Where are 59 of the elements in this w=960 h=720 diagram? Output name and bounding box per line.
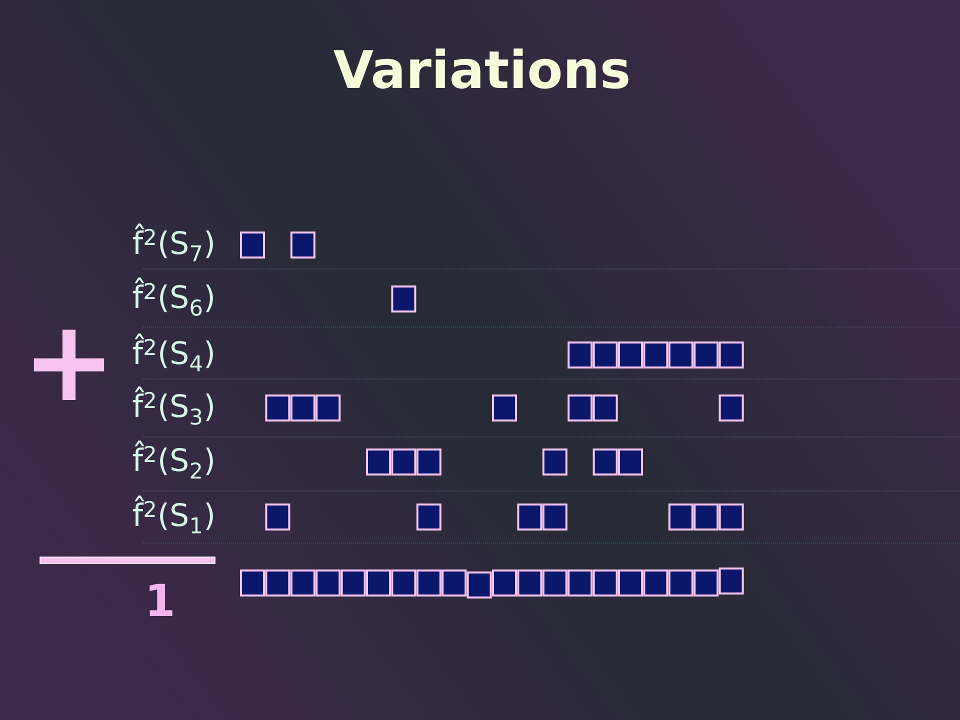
square: [694, 570, 719, 596]
square: [517, 570, 542, 596]
square: [340, 570, 366, 596]
square: [316, 570, 341, 596]
square: [592, 570, 618, 596]
formula: f̂$^{2}$(S$_{1}$): [132, 496, 213, 534]
square: [391, 570, 416, 596]
square: [618, 342, 643, 368]
square: [718, 394, 744, 422]
formula: f̂$^{2}$(S$_{6}$): [132, 278, 213, 316]
square: [592, 448, 618, 476]
square: [492, 570, 517, 596]
title: Variations: [334, 48, 628, 89]
square: [542, 448, 568, 476]
square: [542, 570, 568, 596]
square: [718, 568, 744, 594]
formula: f̂$^{2}$(S$_{7}$): [132, 224, 213, 262]
square: [290, 394, 316, 422]
square: [391, 448, 416, 476]
number: 1: [150, 584, 172, 616]
square: [668, 342, 694, 368]
square: [265, 394, 290, 422]
square: [517, 504, 542, 530]
square: [694, 342, 719, 368]
square: [592, 342, 618, 368]
plus-sign: +: [34, 330, 104, 400]
square: [718, 342, 744, 368]
square: [391, 286, 416, 312]
square: [542, 504, 568, 530]
square: [240, 232, 265, 258]
square: [416, 448, 442, 476]
square: [442, 570, 467, 596]
square: [568, 342, 593, 368]
square: [240, 570, 265, 596]
square: [643, 342, 668, 368]
square: [568, 570, 593, 596]
square: [366, 448, 391, 476]
square: [592, 394, 618, 422]
formula: f̂$^{2}$(S$_{3}$): [132, 386, 213, 425]
square: [290, 232, 316, 258]
square: [265, 504, 290, 530]
square: [718, 504, 744, 530]
square: [492, 394, 517, 422]
square: [466, 572, 492, 598]
formula: f̂$^{2}$(S$_{2}$): [132, 440, 213, 479]
square: [265, 570, 290, 596]
square: [668, 570, 694, 596]
square: [668, 504, 694, 530]
formula: f̂$^{2}$(S$_{4}$): [132, 334, 213, 372]
square: [316, 394, 341, 422]
square: [643, 570, 668, 596]
square: [416, 504, 442, 530]
square: [618, 570, 643, 596]
square: [366, 570, 391, 596]
square: [694, 504, 719, 530]
square: [290, 570, 316, 596]
square: [568, 394, 593, 422]
square: [416, 570, 442, 596]
square: [618, 448, 643, 476]
